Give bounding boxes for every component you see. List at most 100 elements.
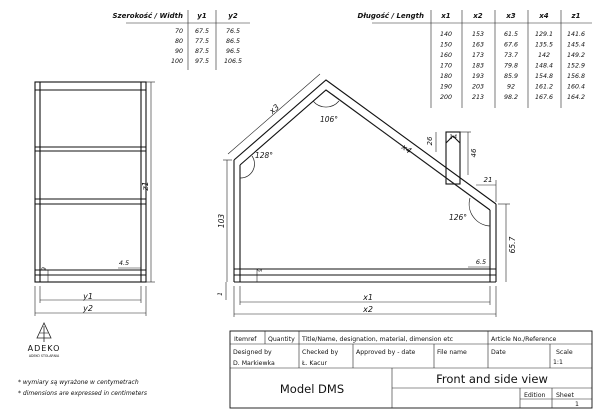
length-table-cell: 156.8: [567, 73, 585, 80]
length-table-cell: 153: [472, 31, 484, 38]
width-table-cell: 90: [175, 48, 183, 55]
tb-edition: Edition: [524, 392, 545, 399]
front-dim-103: 103: [217, 214, 226, 229]
length-table-cell: 152.9: [567, 63, 585, 70]
side-dim-y2: y2: [82, 304, 93, 313]
length-table-header-x2: x2: [472, 12, 483, 20]
title-block: Itemref Quantity Title/Name, designation…: [229, 330, 593, 409]
tb-title-header: Title/Name, designation, material, dimen…: [301, 336, 454, 343]
note-english: * dimensions are expressed in centimeter…: [18, 390, 147, 397]
tb-checker: Ł. Kacur: [301, 360, 327, 367]
length-table-cell: 79.8: [504, 63, 518, 70]
tb-itemref: Itemref: [234, 336, 257, 343]
width-table-cell: 100: [171, 58, 183, 65]
tb-scale-value: 1:1: [553, 359, 563, 366]
side-view: z1 9 4.5 y1 y2: [34, 81, 155, 316]
length-table-cell: 98.2: [504, 94, 518, 101]
side-dim-9: 9: [41, 267, 48, 271]
logo-brand: ADEKO: [28, 344, 61, 353]
length-table-cell: 67.6: [504, 42, 518, 49]
width-table-cell: 87.5: [195, 48, 209, 55]
length-table-cell: 92: [507, 84, 515, 91]
tb-date: Date: [491, 349, 506, 356]
width-table-header-width: Szerokość / Width: [112, 12, 183, 20]
width-table-cell: 76.5: [226, 28, 240, 35]
length-table-cell: 141.6: [567, 31, 585, 38]
tb-checked-by: Checked by: [302, 349, 338, 356]
length-table-cell: 135.5: [535, 42, 553, 49]
length-table-cell: 85.9: [504, 73, 518, 80]
front-dim-6-5: 6.5: [476, 258, 486, 266]
tb-article-header: Article No./Reference: [491, 336, 557, 343]
front-dim-x4: x4: [399, 142, 413, 156]
front-dim-9: 9: [257, 268, 264, 272]
front-dim-26: 26: [426, 136, 434, 145]
length-table-cell: 180: [440, 73, 452, 80]
tree-icon: [36, 322, 52, 342]
side-dim-4-5: 4.5: [119, 259, 129, 267]
length-table-cell: 160.4: [567, 84, 585, 91]
length-table-cell: 145.4: [567, 42, 585, 49]
side-dim-z1: z1: [141, 181, 150, 191]
length-table-cell: 142: [538, 52, 550, 59]
front-angle-126: 126°: [449, 213, 467, 222]
note-polish: * wymiary są wyrażone w centymetrach: [18, 379, 139, 386]
front-dim-1: 1: [217, 292, 224, 296]
length-table-header-z1: z1: [571, 12, 581, 20]
front-angle-106: 106°: [320, 115, 338, 124]
width-table-header-y1: y1: [197, 12, 207, 20]
front-dim-21: 21: [484, 176, 493, 184]
length-table-cell: 164.2: [567, 94, 585, 101]
length-table-cell: 160: [440, 52, 452, 59]
length-table-cell: 149.2: [567, 52, 585, 59]
length-table-cell: 183: [472, 63, 484, 70]
tb-view-title: Front and side view: [436, 372, 548, 386]
side-dim-y1: y1: [82, 292, 93, 301]
front-view: 26 14 46 21 x3 x4 106° 128° 126° 103 65.…: [217, 73, 517, 317]
tb-approved: Approved by - date: [356, 349, 416, 356]
front-dim-x2: x2: [362, 305, 373, 314]
tb-file-name: File name: [437, 349, 467, 356]
width-table-cell: 96.5: [226, 48, 240, 55]
length-table-cell: 167.6: [535, 94, 553, 101]
front-dim-65-7: 65.7: [508, 236, 517, 253]
front-dim-46: 46: [470, 148, 478, 157]
tb-designer: D. Markiewka: [233, 360, 275, 367]
width-table-cell: 86.5: [226, 38, 240, 45]
length-table-cell: 163: [472, 42, 484, 49]
length-table-cell: 203: [472, 84, 484, 91]
length-table-cell: 61.5: [504, 31, 518, 38]
width-table-cell: 70: [175, 28, 183, 35]
width-table-cell: 106.5: [224, 58, 242, 65]
length-table-header-x3: x3: [505, 12, 516, 20]
length-table-cell: 200: [440, 94, 452, 101]
length-table-cell: 170: [440, 63, 452, 70]
width-table-cell: 67.5: [195, 28, 209, 35]
logo-tagline: ADEKO STOLARNIA: [29, 354, 60, 358]
length-table-cell: 193: [472, 73, 484, 80]
tb-sheet: Sheet: [556, 392, 574, 399]
length-table-cell: 190: [440, 84, 452, 91]
length-table-cell: 173: [472, 52, 484, 59]
length-table-cell: 129.1: [535, 31, 553, 38]
length-table-cell: 73.7: [504, 52, 518, 59]
length-table-header-length: Długość / Length: [357, 12, 424, 20]
length-table-header-x1: x1: [440, 12, 451, 20]
width-table-cell: 80: [175, 38, 183, 45]
tb-quantity: Quantity: [268, 336, 295, 343]
front-dim-x1: x1: [362, 293, 373, 302]
front-angle-128: 128°: [255, 151, 273, 160]
length-table-cell: 140: [440, 31, 452, 38]
front-dim-x3: x3: [267, 102, 281, 116]
width-table-header-y2: y2: [228, 12, 238, 20]
tb-scale: Scale: [556, 349, 573, 356]
width-table-cell: 97.5: [195, 58, 209, 65]
length-table-cell: 213: [472, 94, 484, 101]
length-table-header-x4: x4: [538, 12, 549, 20]
length-table: Długość / Length x1 x2 x3 x4 z1 140 153 61…: [357, 10, 592, 108]
front-dim-14: 14: [449, 133, 457, 141]
length-table-cell: 150: [440, 42, 452, 49]
tb-sheet-value: 1: [575, 401, 579, 408]
